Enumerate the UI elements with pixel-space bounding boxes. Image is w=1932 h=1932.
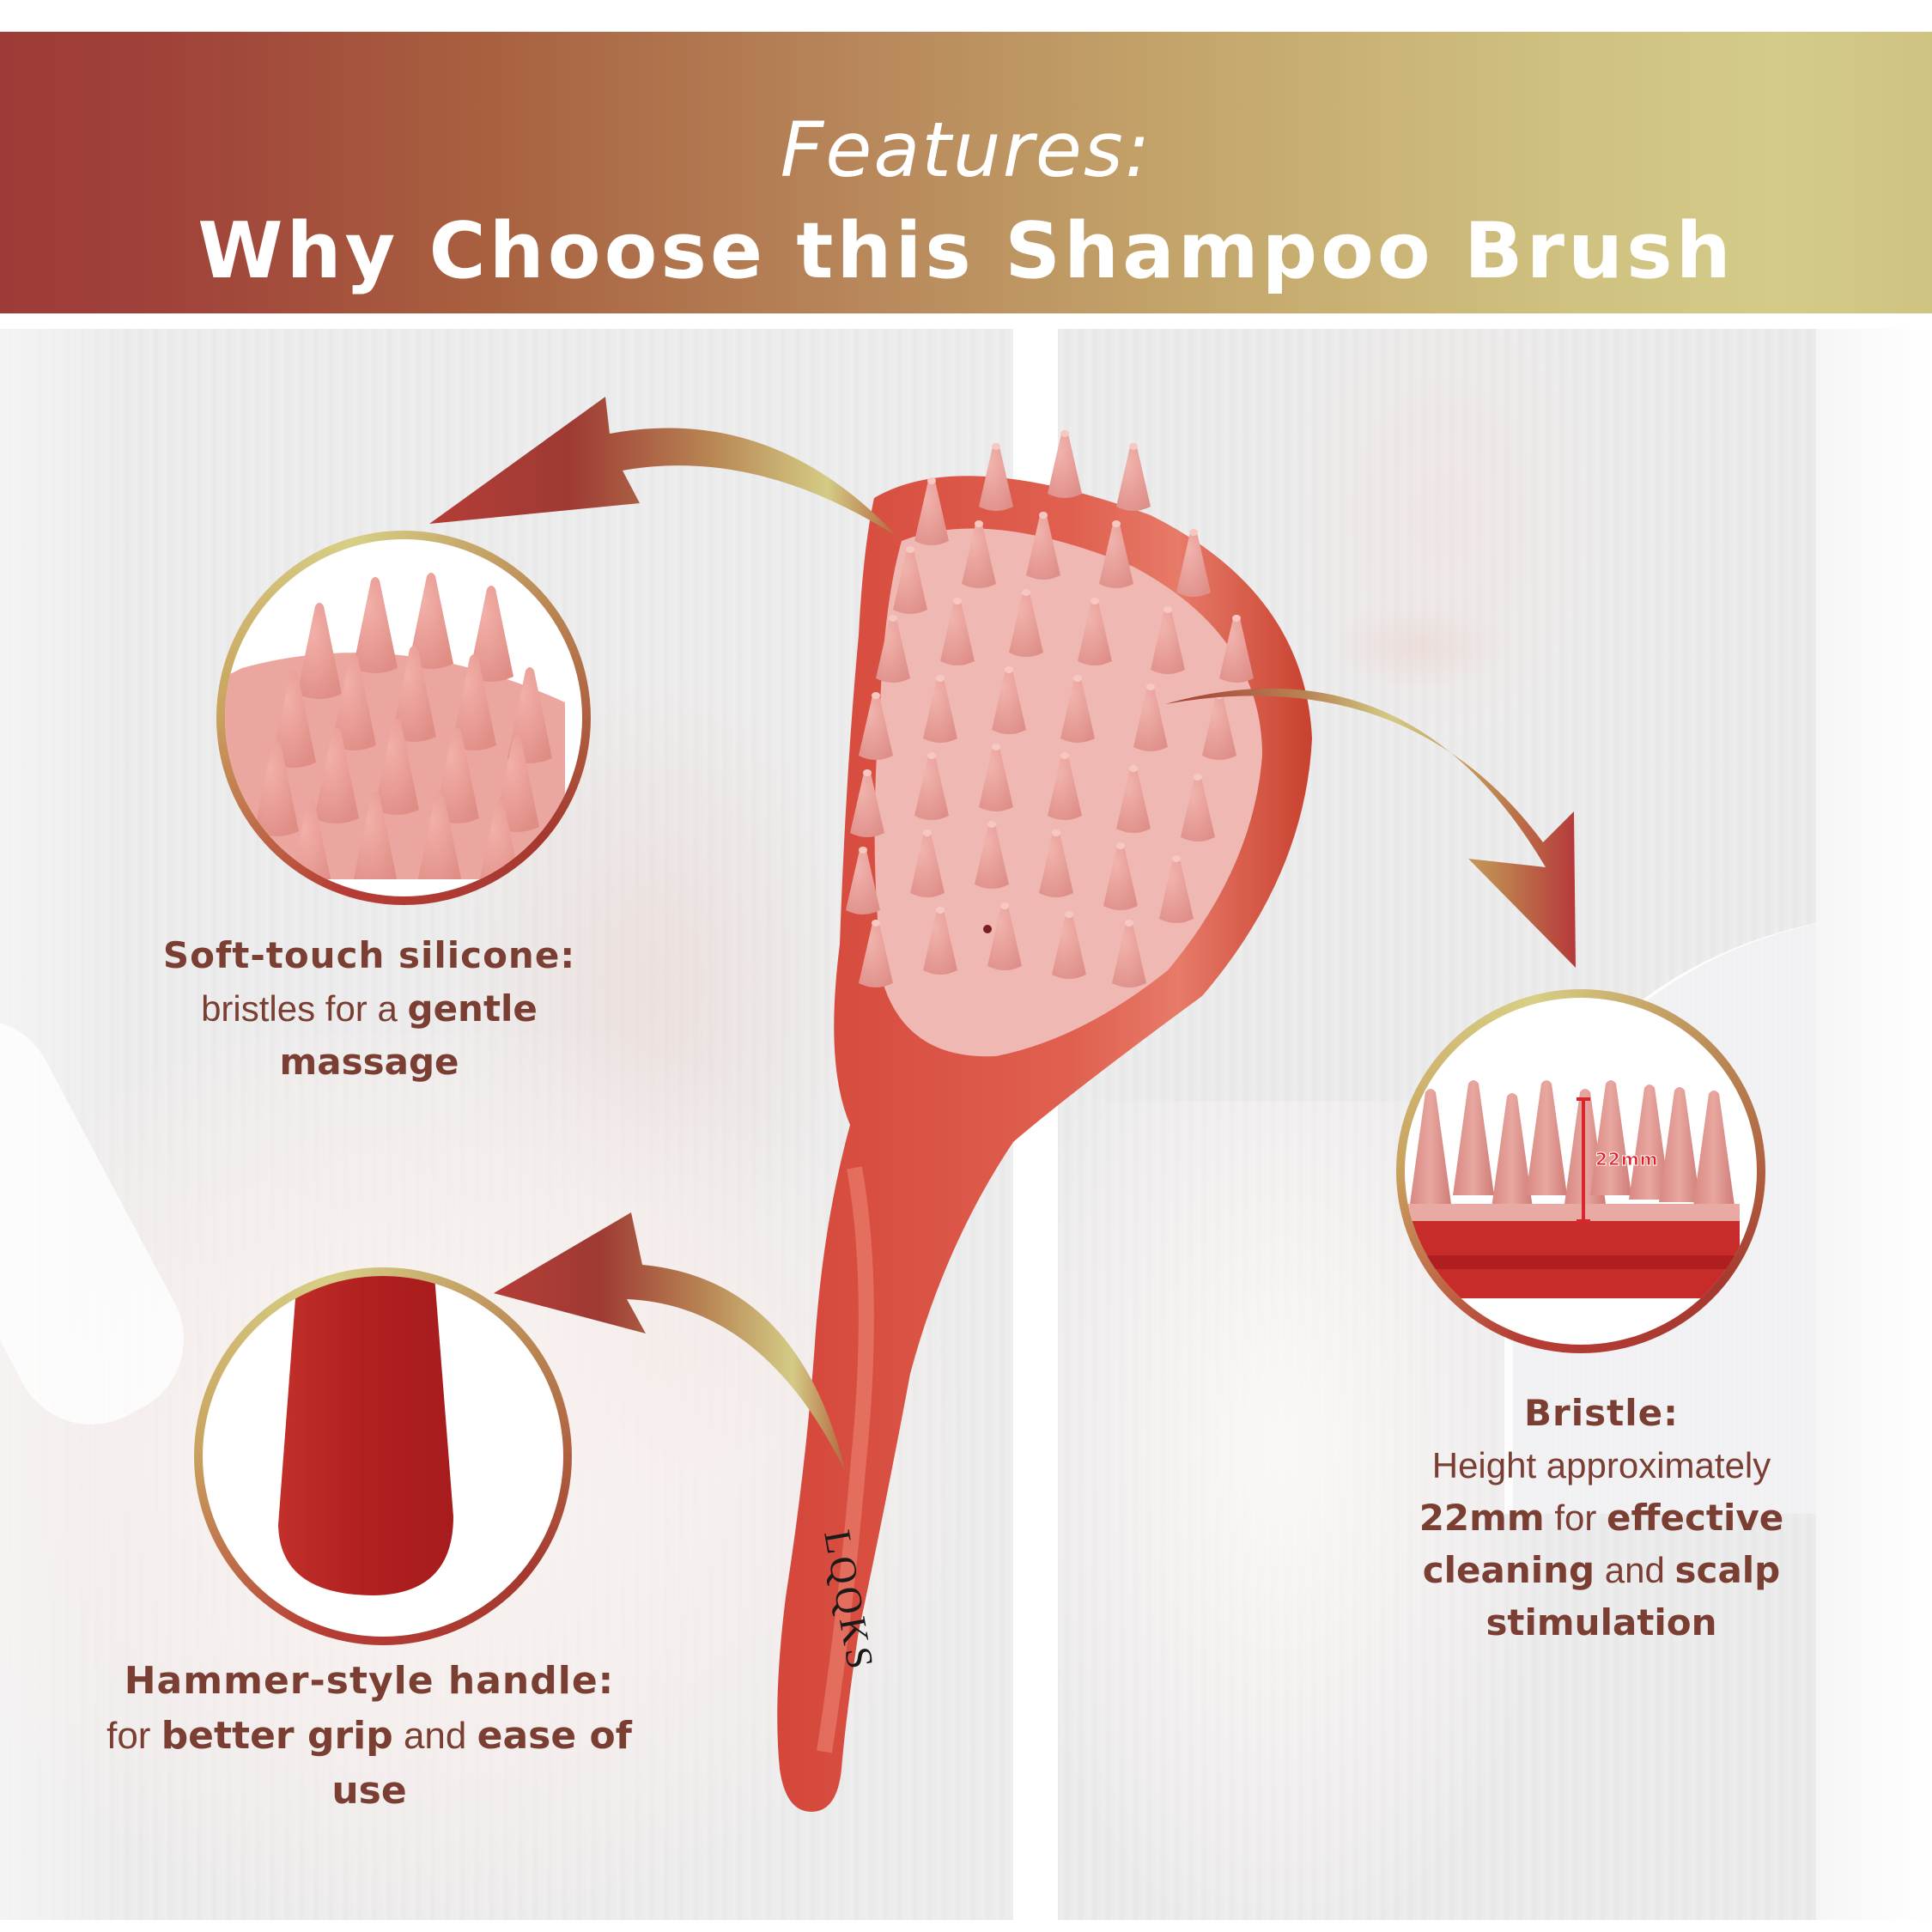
photo-fade-right <box>1816 329 1932 1920</box>
bristle-height-icon <box>1405 1080 1740 1298</box>
measure-label: 22mm <box>1595 1149 1659 1170</box>
caption-body-line1: Height approximately <box>1431 1445 1771 1485</box>
caption-body-line2: massage <box>279 1041 459 1083</box>
measure-cap-bottom <box>1577 1219 1590 1223</box>
caption-body: for better grip and ease of <box>106 1714 632 1758</box>
measure-line <box>1582 1099 1585 1221</box>
caption-body-line2: use <box>331 1769 407 1813</box>
callout-bristle-closeup: 22mm <box>1396 989 1765 1353</box>
caption-heading: Hammer-style handle: <box>124 1659 615 1703</box>
caption-heading: Soft-touch silicone: <box>162 934 576 976</box>
caption-body-line2: 22mm for effective <box>1419 1497 1784 1539</box>
callout-silicone-closeup <box>216 531 591 905</box>
handle-icon <box>278 1276 453 1595</box>
banner-title: Features: <box>780 106 1152 194</box>
bristle-closeup-image <box>225 539 582 896</box>
silicone-bristles-icon <box>225 573 565 896</box>
callout-handle-closeup <box>194 1267 572 1645</box>
caption-heading: Bristle: <box>1524 1392 1679 1434</box>
handle-closeup-image <box>203 1276 563 1637</box>
caption-handle: Hammer-style handle: for better grip and… <box>60 1654 678 1819</box>
caption-bristle: Bristle: Height approximately 22mm for e… <box>1357 1387 1846 1649</box>
caption-body-line3: cleaning and scalp <box>1422 1549 1781 1591</box>
caption-body-line4: stimulation <box>1485 1601 1717 1643</box>
caption-silicone: Soft-touch silicone: bristles for a gent… <box>94 929 644 1089</box>
banner-subtitle: Why Choose this Shampoo Brush <box>197 206 1735 296</box>
caption-body: bristles for a gentle <box>201 987 538 1030</box>
bristle-side-closeup-image: 22mm <box>1405 998 1757 1345</box>
features-banner: Features: Why Choose this Shampoo Brush <box>0 32 1932 313</box>
